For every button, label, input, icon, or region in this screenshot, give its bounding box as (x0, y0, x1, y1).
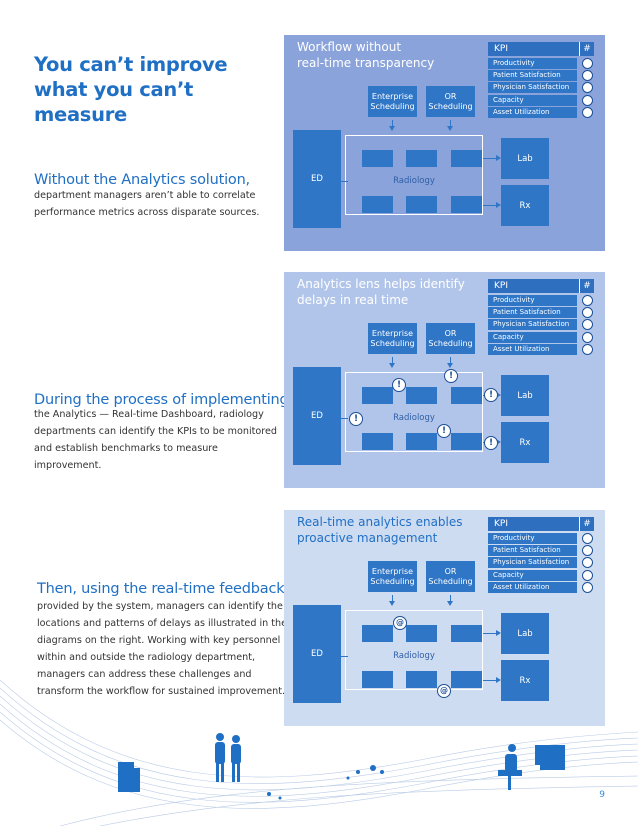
status-circle-icon (582, 82, 593, 94)
enterprise-scheduling-box: Enterprise Scheduling (368, 86, 417, 117)
kpi-row: Asset Utilization (488, 343, 594, 355)
section-1-body: department managers aren’t able to corre… (34, 190, 260, 218)
kpi-row: Patient Satisfaction (488, 307, 594, 319)
kpi-row: Asset Utilization (488, 581, 594, 593)
rx-box: Rx (501, 185, 549, 226)
status-circle-icon (582, 295, 593, 306)
status-circle-icon (582, 557, 593, 569)
status-circle-icon (582, 545, 593, 557)
rx-box: Rx (501, 660, 549, 701)
alert-icon: ! (484, 388, 498, 402)
page-headline: You can’t improve what you can’t measure (34, 53, 228, 126)
arrow-right-icon (496, 202, 501, 208)
arrow-right-icon (496, 392, 501, 398)
kpi-row: Capacity (488, 331, 594, 343)
lab-box: Lab (501, 375, 549, 416)
status-circle-icon (582, 319, 593, 331)
kpi-row: Patient Satisfaction (488, 545, 594, 557)
alert-icon: ! (437, 424, 451, 438)
kpi-row: Asset Utilization (488, 106, 594, 118)
arrow-right-icon (496, 677, 501, 683)
kpi-row: Capacity (488, 569, 594, 581)
kpi-table: KPI# Productivity Patient Satisfaction P… (488, 517, 594, 594)
workflow-panel-2: Analytics lens helps identify delays in … (284, 272, 605, 488)
status-circle-icon (582, 70, 593, 82)
arrow-down-icon (447, 601, 453, 606)
lab-box: Lab (501, 138, 549, 179)
or-scheduling-box: OR Scheduling (426, 323, 475, 354)
kpi-row: Physician Satisfaction (488, 557, 594, 569)
alert-icon: ! (484, 436, 498, 450)
arrow-down-icon (389, 601, 395, 606)
managed-icon: @ (437, 684, 451, 698)
enterprise-scheduling-box: Enterprise Scheduling (368, 323, 417, 354)
alert-icon: ! (444, 369, 458, 383)
kpi-row: Productivity (488, 533, 594, 544)
ed-box: ED (293, 605, 341, 703)
ed-box: ED (293, 130, 341, 228)
alert-icon: ! (392, 378, 406, 392)
kpi-row: Physician Satisfaction (488, 319, 594, 331)
kpi-row: Patient Satisfaction (488, 70, 594, 82)
workflow-panel-3: Real-time analytics enables proactive ma… (284, 510, 605, 726)
decorative-wave-illustration (0, 679, 638, 826)
arrow-down-icon (447, 126, 453, 131)
managed-icon: @ (393, 616, 407, 630)
rx-box: Rx (501, 422, 549, 463)
status-circle-icon (582, 533, 593, 544)
section-2-body: the Analytics — Real-time Dashboard, rad… (34, 409, 277, 471)
status-circle-icon (582, 331, 593, 343)
status-circle-icon (582, 106, 593, 118)
panel-2-title: Analytics lens helps identify delays in … (297, 277, 465, 307)
radiology-label: Radiology (393, 651, 435, 661)
enterprise-scheduling-box: Enterprise Scheduling (368, 561, 417, 592)
ed-box: ED (293, 367, 341, 465)
status-circle-icon (582, 343, 593, 355)
page-number: 9 (599, 790, 605, 800)
kpi-table: KPI# Productivity Patient Satisfaction P… (488, 42, 594, 119)
status-circle-icon (582, 581, 593, 593)
or-scheduling-box: OR Scheduling (426, 561, 475, 592)
arrow-right-icon (496, 630, 501, 636)
kpi-table: KPI# Productivity Patient Satisfaction P… (488, 279, 594, 356)
radiology-box: Radiology (345, 372, 483, 452)
alert-icon: ! (349, 412, 363, 426)
section-2-title: During the process of implementing (34, 392, 289, 408)
radiology-label: Radiology (393, 413, 435, 423)
status-circle-icon (582, 569, 593, 581)
kpi-header: KPI# (488, 517, 594, 531)
radiology-label: Radiology (393, 176, 435, 186)
panel-3-title: Real-time analytics enables proactive ma… (297, 515, 463, 545)
kpi-row: Physician Satisfaction (488, 82, 594, 94)
arrow-down-icon (389, 363, 395, 368)
lab-box: Lab (501, 613, 549, 654)
workflow-panel-1: Workflow without real-time transparency … (284, 35, 605, 251)
status-circle-icon (582, 307, 593, 319)
status-circle-icon (582, 58, 593, 69)
kpi-row: Capacity (488, 94, 594, 106)
arrow-down-icon (447, 363, 453, 368)
kpi-row: Productivity (488, 295, 594, 306)
section-3-body: provided by the system, managers can ide… (37, 601, 287, 697)
panel-1-title: Workflow without real-time transparency (297, 40, 435, 70)
radiology-box: Radiology (345, 610, 483, 690)
arrow-right-icon (496, 155, 501, 161)
kpi-header: KPI# (488, 279, 594, 293)
radiology-box: Radiology (345, 135, 483, 215)
arrow-down-icon (389, 126, 395, 131)
section-1-title: Without the Analytics solution, (34, 172, 250, 188)
arrow-right-icon (496, 439, 501, 445)
status-circle-icon (582, 94, 593, 106)
kpi-row: Productivity (488, 58, 594, 69)
section-3-title: Then, using the real-time feedback (37, 581, 285, 597)
or-scheduling-box: OR Scheduling (426, 86, 475, 117)
kpi-header: KPI# (488, 42, 594, 56)
